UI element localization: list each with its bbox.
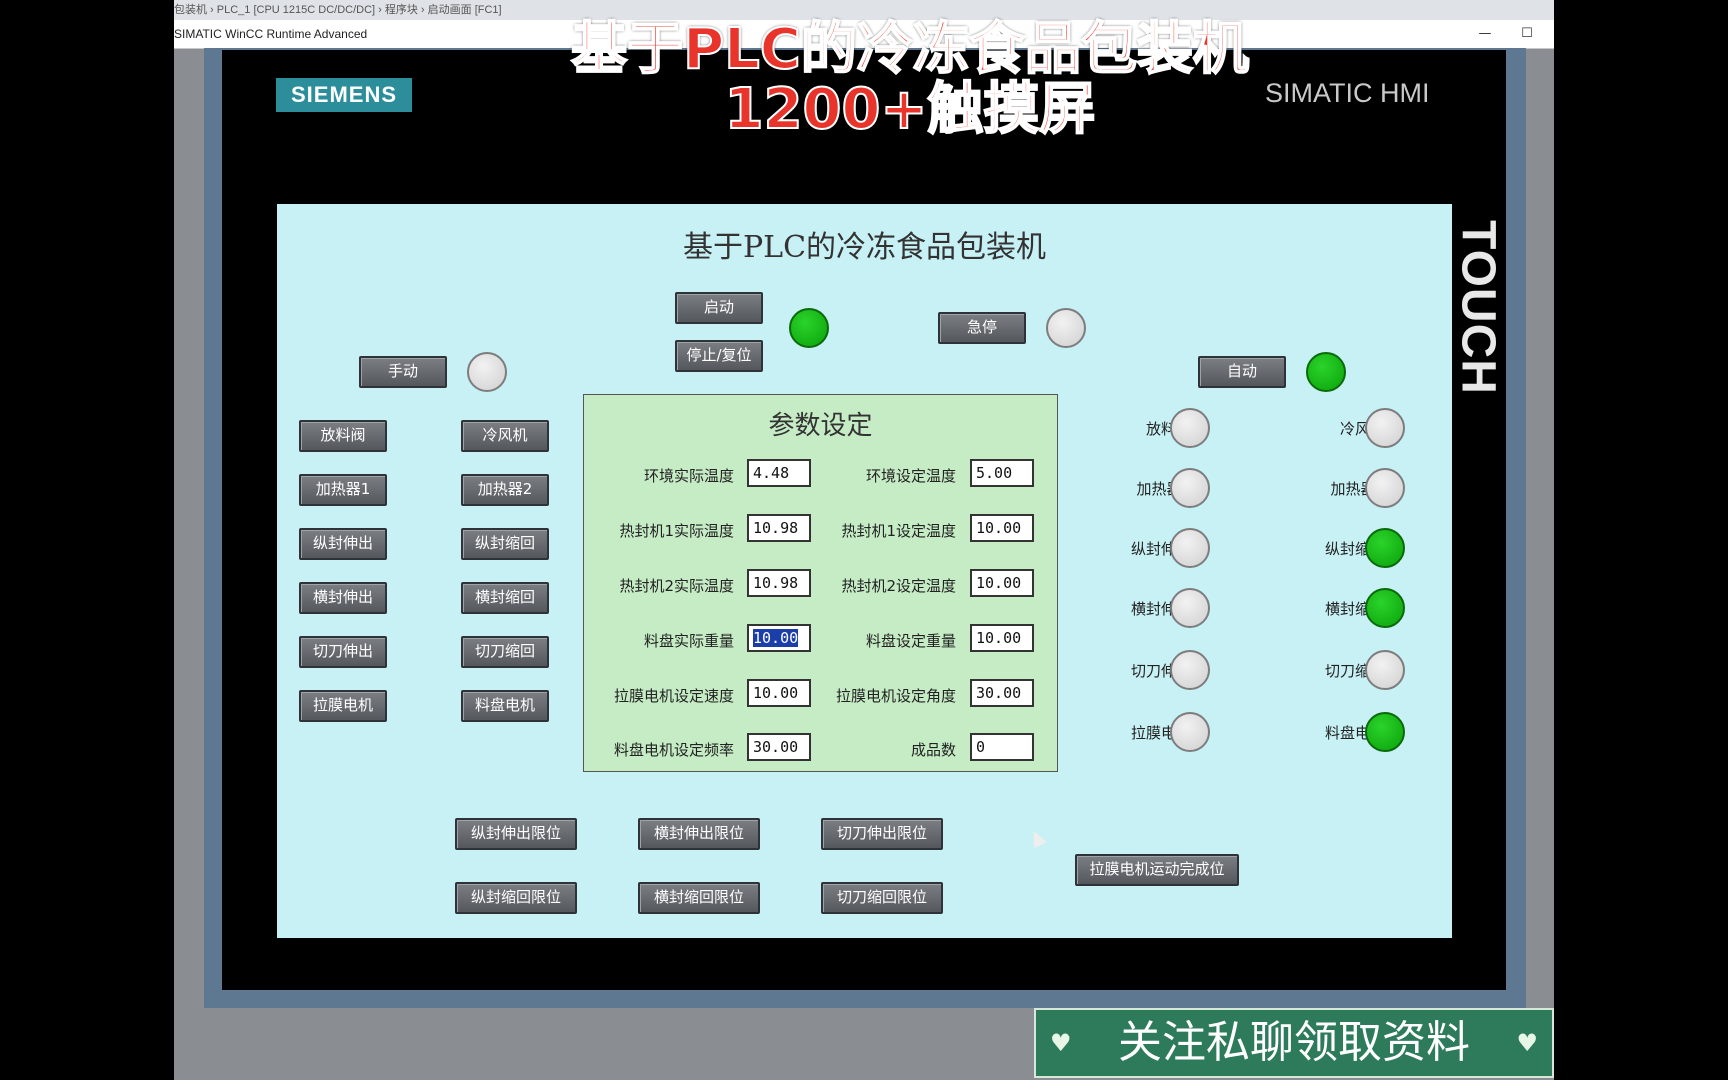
minimize-button[interactable]: — [1478, 26, 1492, 41]
manual-btn-film-motor[interactable]: 拉膜电机 [299, 690, 387, 722]
param-label: 料盘实际重量 [643, 632, 734, 650]
limit-long-seal-extend[interactable]: 纵封伸出限位 [455, 818, 577, 850]
status-lamp-tray-motor [1365, 712, 1405, 752]
window-title: SIMATIC WinCC Runtime Advanced [174, 27, 368, 41]
limit-cross-seal-retract[interactable]: 横封缩回限位 [638, 882, 760, 914]
manual-indicator-lamp [467, 352, 507, 392]
simatic-hmi-label: SIMATIC HMI [1265, 78, 1430, 108]
window-titlebar: SIMATIC WinCC Runtime Advanced — ☐ [174, 20, 1554, 49]
status-lamp-heater2 [1365, 468, 1405, 508]
overlay-title-line2: 1200+触摸屏 [724, 77, 1097, 142]
status-lamp-film-motor [1170, 712, 1210, 752]
manual-btn-heater2[interactable]: 加热器2 [461, 474, 549, 506]
param-field-env-actual-temp[interactable]: 4.48 [747, 459, 811, 487]
manual-btn-cutter-extend[interactable]: 切刀伸出 [299, 636, 387, 668]
hmi-screen: 基于PLC的冷冻食品包装机 启动 停止/复位 急停 手动 自动 放料阀 冷风机 … [277, 204, 1452, 938]
ide-breadcrumb: 包装机 › PLC_1 [CPU 1215C DC/DC/DC] › 程序块 ›… [174, 0, 1554, 20]
param-label: 料盘设定重量 [865, 632, 956, 650]
follow-banner: ♥ 关注私聊领取资料 ♥ [1034, 1008, 1554, 1078]
follow-banner-text: 关注私聊领取资料 [1118, 1017, 1470, 1068]
manual-mode-button[interactable]: 手动 [359, 356, 447, 388]
manual-btn-tray-motor[interactable]: 料盘电机 [461, 690, 549, 722]
status-lamp-discharge-valve [1170, 408, 1210, 448]
status-lamp-long-seal-extend [1170, 528, 1210, 568]
param-field-tray-set-weight[interactable]: 10.00 [970, 624, 1034, 652]
heart-icon: ♥ [1516, 1029, 1538, 1057]
status-lamp-cutter-retract [1365, 650, 1405, 690]
param-label: 成品数 [910, 741, 956, 759]
parameter-panel-title: 参数设定 [768, 411, 873, 441]
manual-btn-cutter-retract[interactable]: 切刀缩回 [461, 636, 549, 668]
param-label: 热封机1设定温度 [841, 522, 956, 540]
auto-indicator-lamp [1306, 352, 1346, 392]
param-label: 环境设定温度 [865, 467, 956, 485]
limit-cross-seal-extend[interactable]: 横封伸出限位 [638, 818, 760, 850]
param-field-sealer2-actual-temp[interactable]: 10.98 [747, 569, 811, 597]
manual-btn-long-seal-retract[interactable]: 纵封缩回 [461, 528, 549, 560]
manual-btn-cross-seal-extend[interactable]: 横封伸出 [299, 582, 387, 614]
limit-cutter-extend[interactable]: 切刀伸出限位 [821, 818, 943, 850]
siemens-logo: SIEMENS [276, 78, 412, 112]
param-field-tray-actual-weight[interactable]: 10.00 [747, 624, 811, 652]
param-label: 料盘电机设定频率 [613, 741, 734, 759]
auto-mode-button[interactable]: 自动 [1198, 356, 1286, 388]
estop-indicator-lamp [1046, 308, 1086, 348]
heart-icon: ♥ [1050, 1029, 1072, 1057]
manual-btn-cooling-fan[interactable]: 冷风机 [461, 420, 549, 452]
touch-label: TOUCH [1448, 200, 1508, 400]
manual-btn-heater1[interactable]: 加热器1 [299, 474, 387, 506]
param-field-film-motor-speed[interactable]: 10.00 [747, 679, 811, 707]
param-label: 拉膜电机设定角度 [835, 687, 956, 705]
status-lamp-cross-seal-extend [1170, 588, 1210, 628]
param-field-sealer1-set-temp[interactable]: 10.00 [970, 514, 1034, 542]
film-motor-motion-done-button[interactable]: 拉膜电机运动完成位 [1075, 854, 1239, 886]
status-lamp-long-seal-retract [1365, 528, 1405, 568]
status-lamp-cooling-fan [1365, 408, 1405, 448]
status-lamp-cutter-extend [1170, 650, 1210, 690]
screen-title: 基于PLC的冷冻食品包装机 [682, 230, 1047, 265]
manual-btn-cross-seal-retract[interactable]: 横封缩回 [461, 582, 549, 614]
status-lamp-cross-seal-retract [1365, 588, 1405, 628]
param-label: 热封机2设定温度 [841, 577, 956, 595]
param-field-tray-motor-frequency[interactable]: 30.00 [747, 733, 811, 761]
emergency-stop-button[interactable]: 急停 [938, 312, 1026, 344]
limit-long-seal-retract[interactable]: 纵封缩回限位 [455, 882, 577, 914]
maximize-button[interactable]: ☐ [1521, 26, 1533, 41]
param-field-film-motor-angle[interactable]: 30.00 [970, 679, 1034, 707]
overlay-title-line1: 基于PLC的冷冻食品包装机 [570, 17, 1250, 82]
parameter-panel: 参数设定 环境实际温度 4.48 环境设定温度 5.00 热封机1实际温度 10… [583, 394, 1058, 772]
stop-reset-button[interactable]: 停止/复位 [675, 340, 763, 372]
param-field-sealer2-set-temp[interactable]: 10.00 [970, 569, 1034, 597]
start-button[interactable]: 启动 [675, 292, 763, 324]
param-field-sealer1-actual-temp[interactable]: 10.98 [747, 514, 811, 542]
param-field-finished-count[interactable]: 0 [970, 733, 1034, 761]
param-label: 拉膜电机设定速度 [613, 687, 734, 705]
param-label: 热封机1实际温度 [619, 522, 734, 540]
param-label: 热封机2实际温度 [619, 577, 734, 595]
limit-cutter-retract[interactable]: 切刀缩回限位 [821, 882, 943, 914]
param-label: 环境实际温度 [643, 467, 734, 485]
status-lamp-heater1 [1170, 468, 1210, 508]
manual-btn-long-seal-extend[interactable]: 纵封伸出 [299, 528, 387, 560]
overlay-title: 基于PLC的冷冻食品包装机 1200+触摸屏 [540, 17, 1280, 142]
run-indicator-lamp [789, 308, 829, 348]
manual-btn-discharge-valve[interactable]: 放料阀 [299, 420, 387, 452]
param-field-env-set-temp[interactable]: 5.00 [970, 459, 1034, 487]
touch-text: TOUCH [1451, 220, 1505, 395]
